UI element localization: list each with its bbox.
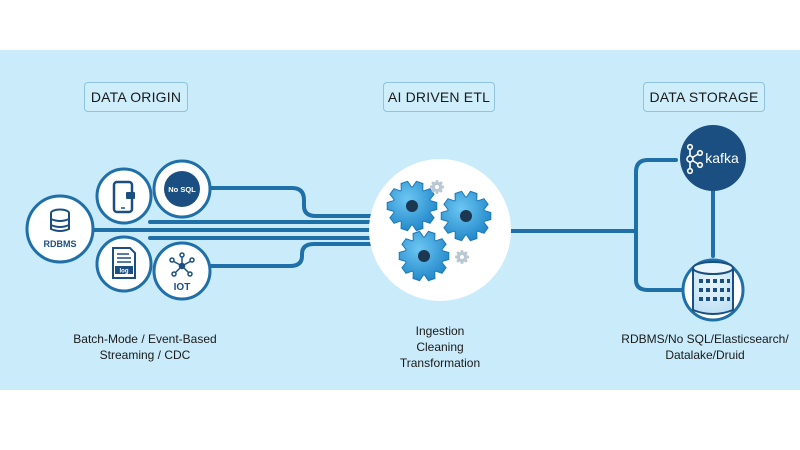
section-label-data-origin: DATA ORIGIN xyxy=(84,82,188,112)
caption-data-origin: Batch-Mode / Event-Based Streaming / CDC xyxy=(30,331,260,363)
document-icon xyxy=(112,247,136,279)
caption-data-storage: RDBMS/No SQL/Elasticsearch/ Datalake/Dru… xyxy=(610,331,800,363)
caption-origin-line-1: Batch-Mode / Event-Based xyxy=(73,332,217,346)
database-icon xyxy=(50,208,70,232)
caption-storage-line-2: Datalake/Druid xyxy=(665,348,745,362)
iot-node: IOT xyxy=(152,241,212,301)
caption-etl: Ingestion Cleaning Transformation xyxy=(350,323,530,371)
nosql-label: No SQL xyxy=(168,185,196,194)
line-iot xyxy=(188,242,377,268)
kafka-logo-icon xyxy=(686,143,704,175)
caption-etl-line-2: Cleaning xyxy=(416,340,464,354)
gear-icon xyxy=(386,180,492,282)
iot-label: IOT xyxy=(174,282,191,293)
caption-etl-line-3: Transformation xyxy=(399,356,481,370)
section-label-ai-driven-etl: AI DRIVEN ETL xyxy=(383,82,495,112)
caption-origin-line-2: Streaming / CDC xyxy=(99,348,191,362)
kafka-node: kafka xyxy=(680,125,746,191)
log-label: log xyxy=(120,269,129,275)
line-kafka xyxy=(634,158,678,233)
rdbms-label: RDBMS xyxy=(44,239,77,249)
nosql-node: No SQL xyxy=(152,159,212,219)
rdbms-node: RDBMS xyxy=(25,194,95,264)
caption-etl-line-1: Ingestion xyxy=(415,324,465,338)
line-nosql xyxy=(188,186,377,218)
section-label-data-storage: DATA STORAGE xyxy=(643,82,765,112)
etl-node xyxy=(369,159,511,301)
connection-lines xyxy=(88,158,715,292)
caption-storage-line-1: RDBMS/No SQL/Elasticsearch/ xyxy=(621,332,789,346)
datastore-node xyxy=(681,258,745,322)
mobile-phone-icon xyxy=(112,180,135,214)
mobile-node xyxy=(95,167,153,225)
network-hub-icon xyxy=(169,252,195,277)
log-node: log xyxy=(95,235,153,293)
database-cylinder-icon xyxy=(692,261,734,315)
line-datastore xyxy=(634,229,686,292)
kafka-label: kafka xyxy=(705,150,739,166)
